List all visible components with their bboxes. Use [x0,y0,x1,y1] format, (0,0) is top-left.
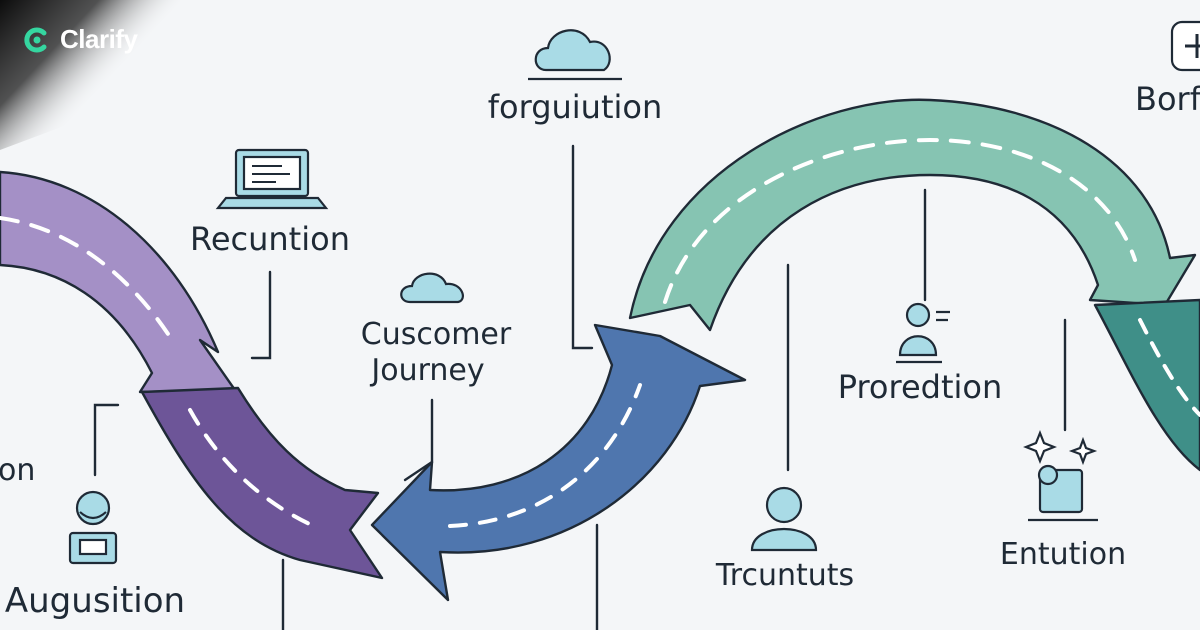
label-left-edge: on [0,453,35,488]
laptop-icon [215,148,329,210]
person-at-desk-icon [68,490,118,565]
arrow-acquisition [0,170,237,394]
cloud-icon [528,29,622,81]
label-trcuntuts: Trcuntuts [715,558,854,593]
title-line-2: Journey [369,353,484,388]
label-recuntion: Recuntion [190,220,350,258]
arrow-retention [140,386,384,580]
sparkle-box-icon [1023,430,1098,522]
title-line-1: Cuscomer [361,317,512,352]
label-proredtion: Proredtion [838,368,1003,406]
vignette-overlay [0,0,400,150]
label-right-edge: Borf [1135,80,1200,118]
connector-recuntion [250,270,272,360]
label-entution: Entution [1000,537,1126,572]
connector-augusition [93,403,120,477]
arrow-journey [370,323,747,602]
label-forguiution: forguiution [488,88,663,126]
medical-cross-icon [1170,20,1200,72]
brand-logo[interactable]: Clarify [22,24,138,55]
user-icon [750,486,818,552]
cloud-icon [400,272,464,304]
arrow-evolution [1093,298,1200,472]
brand-name: Clarify [60,24,138,54]
arrow-promotion [628,98,1197,332]
person-at-desk-icon [896,302,950,364]
clarify-logo-icon [24,27,47,52]
connector-forguiution [571,144,594,350]
label-augusition: Augusition [5,581,185,621]
